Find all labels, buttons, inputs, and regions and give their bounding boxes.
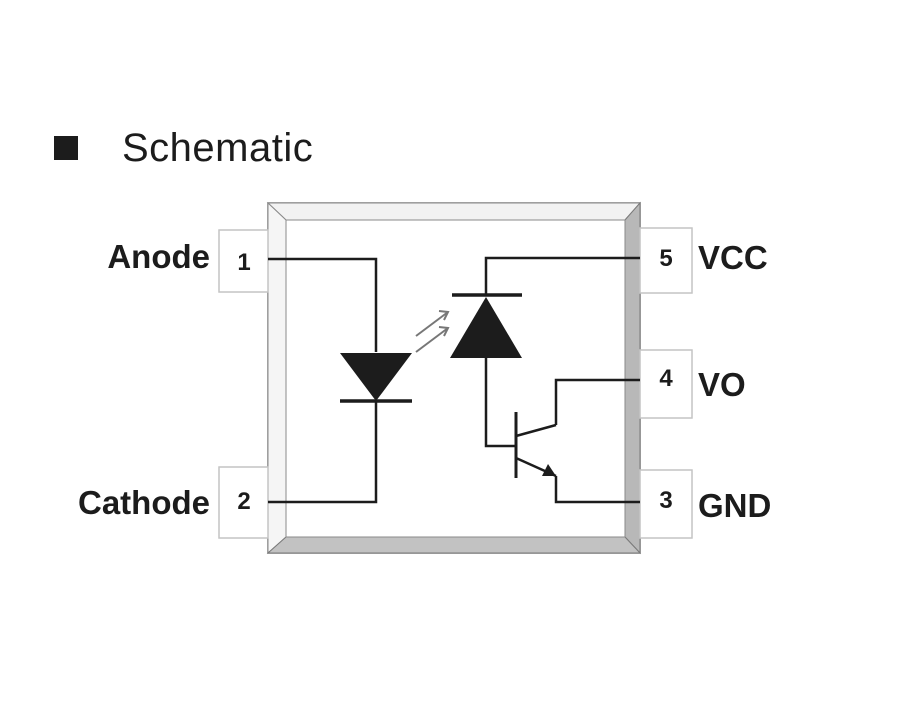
npn-transistor-icon: [514, 412, 557, 478]
vo-wire: [554, 378, 640, 425]
pin-label-vcc: VCC: [698, 239, 768, 276]
pin-tab-5: [639, 227, 693, 294]
pin-label-gnd: GND: [698, 487, 771, 524]
page-title: Schematic: [122, 125, 314, 170]
anode-wire: [268, 257, 378, 352]
pin-number-4: 4: [659, 365, 673, 392]
vcc-wire: [484, 256, 640, 295]
light-arrows-icon: [415, 310, 450, 353]
pin-tabs: [218, 227, 693, 539]
pin-label-cathode: Cathode: [78, 484, 210, 521]
gnd-wire: [554, 476, 640, 504]
pin-tab-4: [639, 349, 693, 419]
photodiode-icon: [450, 293, 522, 358]
pin-label-vo: VO: [698, 366, 746, 403]
wiring: [268, 256, 640, 504]
section-heading: Schematic: [54, 124, 313, 172]
pin-label-anode: Anode: [107, 238, 210, 275]
led-icon: [340, 353, 412, 403]
pin-number-5: 5: [659, 245, 672, 272]
pin-tab-3: [639, 469, 693, 539]
pin-number-2: 2: [237, 488, 250, 515]
pin-number-1: 1: [237, 249, 250, 276]
pin-number-3: 3: [659, 487, 672, 514]
pin-tab-1: [218, 229, 269, 293]
square-bullet-icon: [54, 136, 78, 160]
cathode-wire: [268, 401, 378, 504]
photodiode-base-wire: [484, 358, 516, 448]
package-body: [266, 201, 642, 555]
